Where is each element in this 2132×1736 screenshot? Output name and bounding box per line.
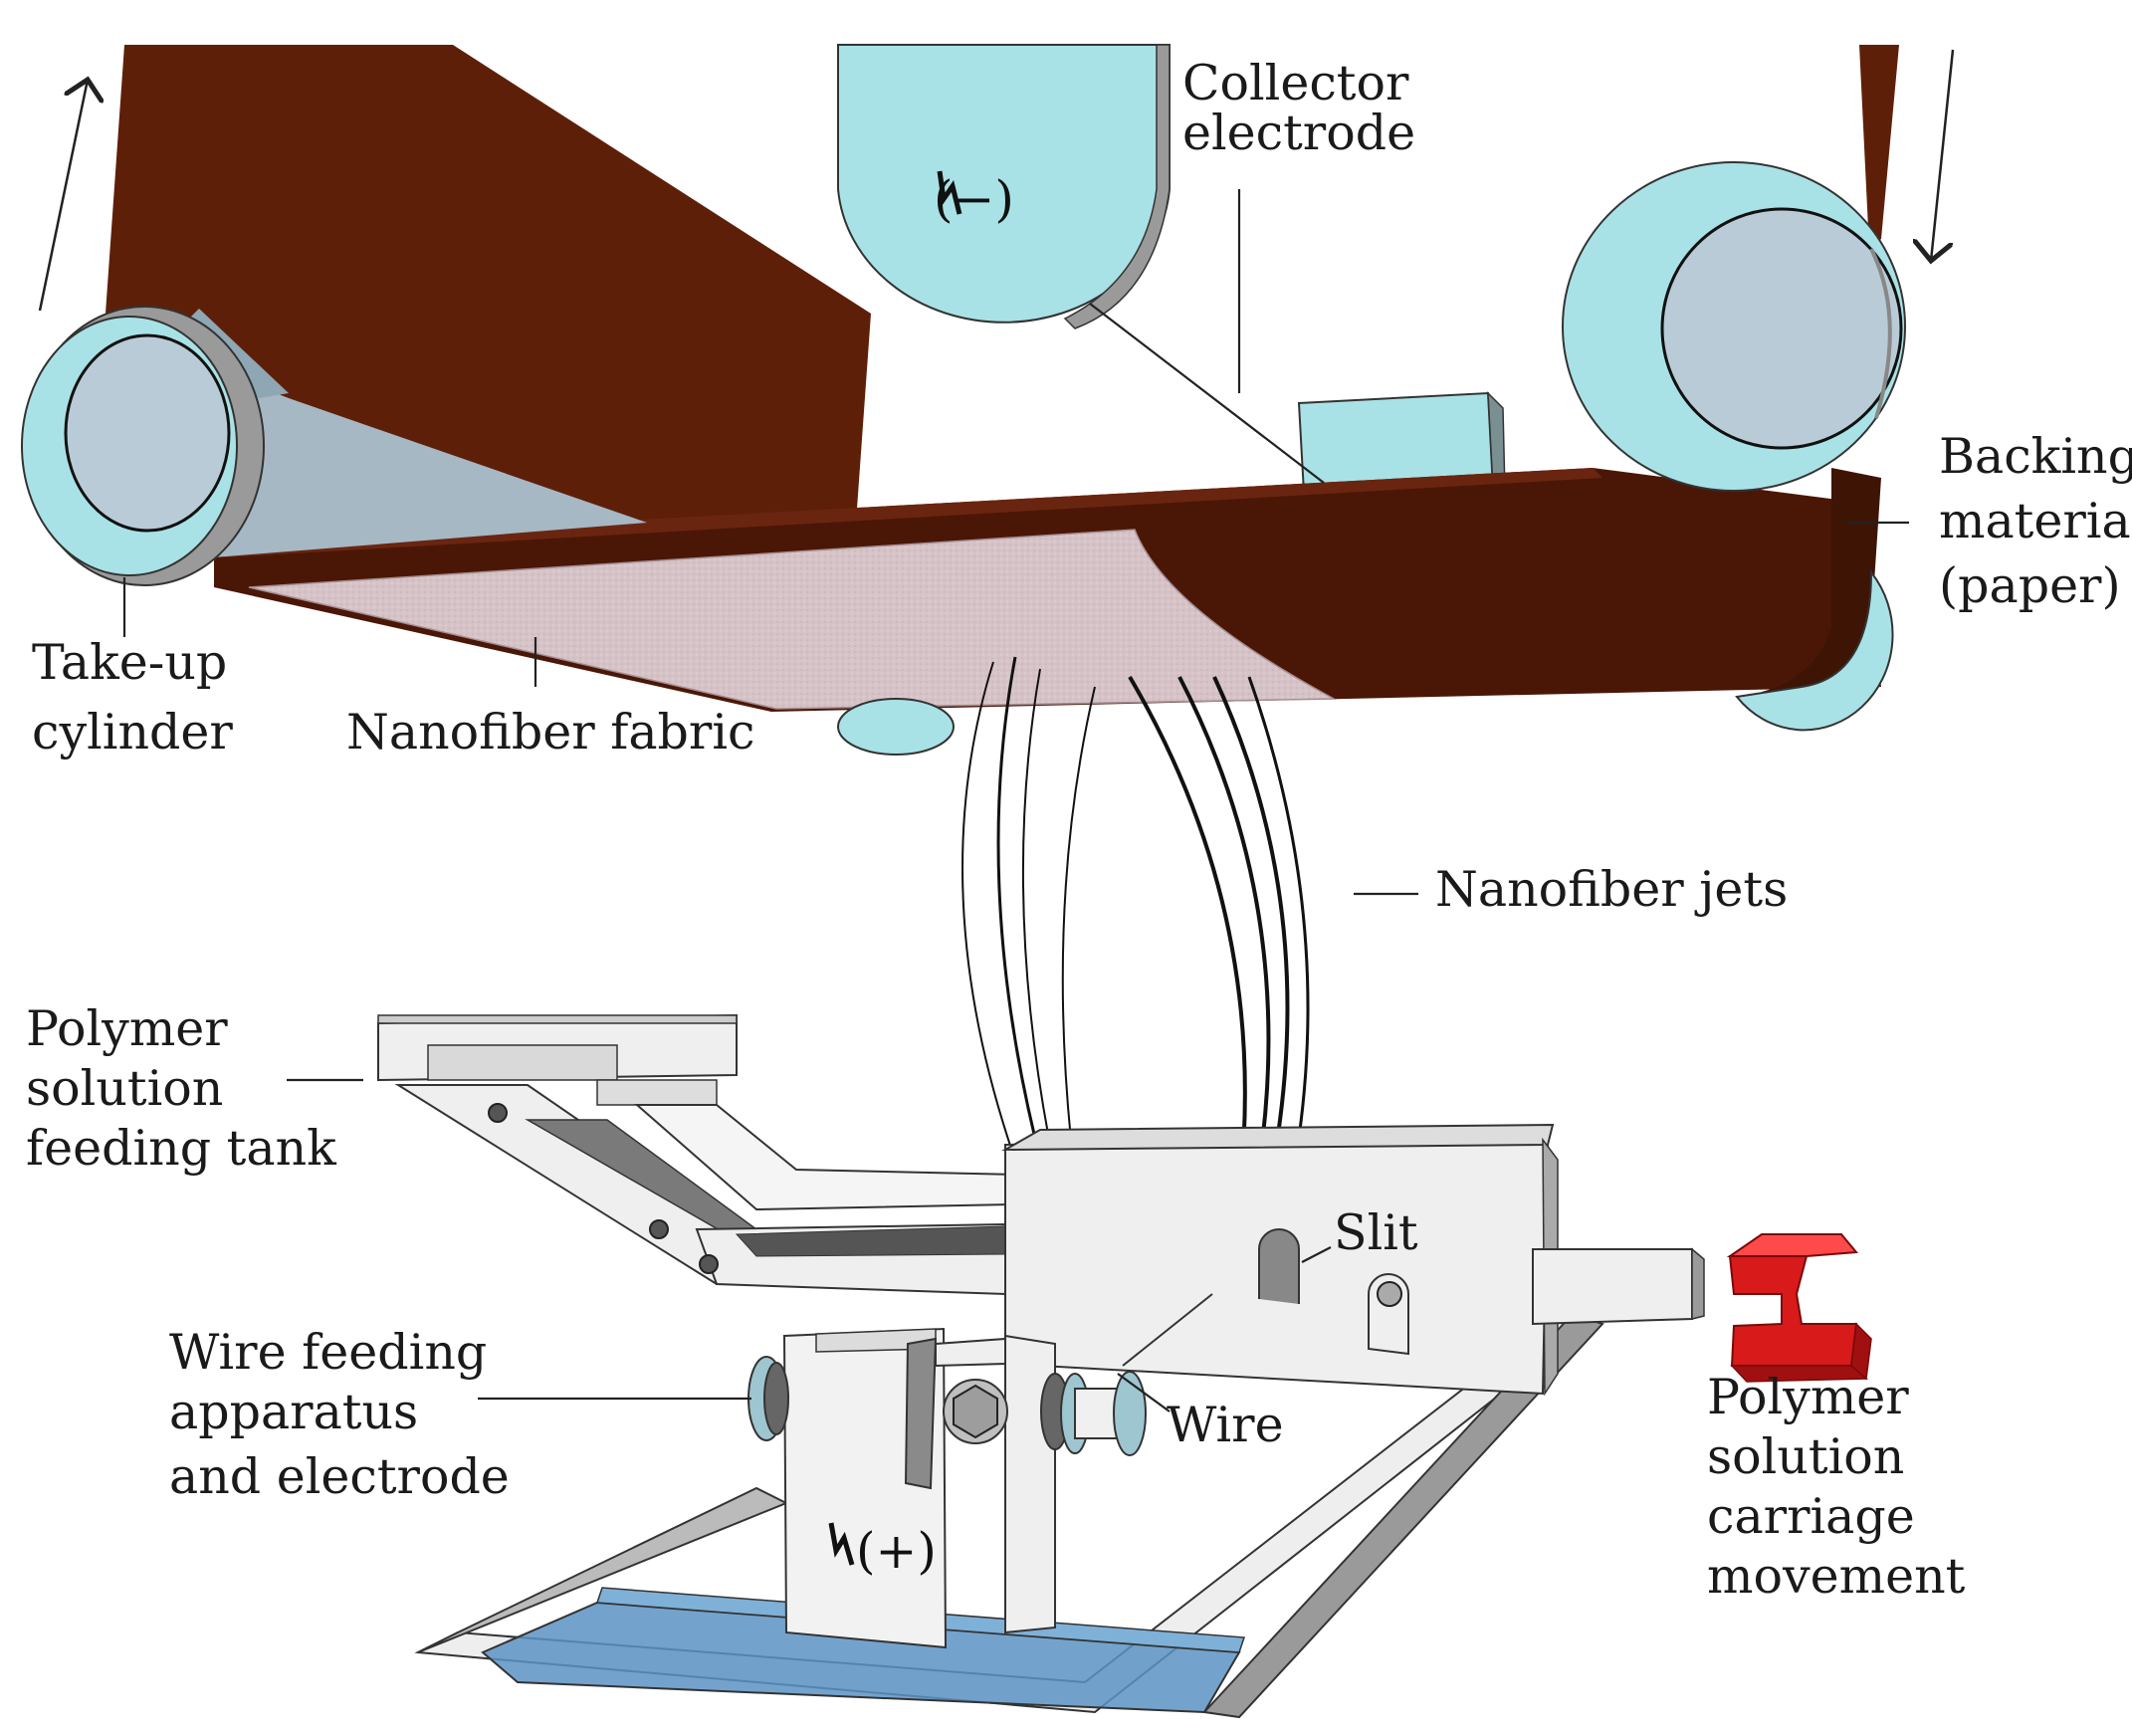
wire-electrode-polarity-symbol: (+) [856,1522,937,1580]
feed-direction-arrow [1931,49,1955,261]
wire-feeding-apparatus: (+) [747,1327,1147,1649]
collector-polarity-symbol: (−) [934,170,1014,228]
wire-spool [1040,1371,1147,1456]
left-knob [747,1356,789,1441]
nanofiber-fabric-label: Nanofiber fabric [346,704,754,760]
take-up-cylinder [21,306,647,586]
lightning-icon [937,170,962,215]
take-up-cylinder-label: Take-up cylinder [32,634,243,760]
wire-label: Wire [1167,1397,1284,1453]
nanofiber-fabric [248,529,1337,710]
backing-sheet-right-strip [1859,45,1899,249]
polymer-feeding-tank [377,1013,1016,1296]
collector-electrode-label: Collector electrode [1182,55,1424,161]
backing-curve-right [1762,468,1881,697]
take-up-direction-arrow [38,80,88,312]
slit-label: Slit [1334,1204,1418,1261]
lightning-icon [828,1522,855,1566]
slit-clamp [1368,1273,1409,1356]
wire-feeding-apparatus-label: Wire feeding apparatus and electrode [169,1324,510,1505]
upper-right-roller [1562,161,1906,492]
hex-bolt [943,1379,1008,1444]
polymer-feeding-tank-label: Polymer solution feeding tank [26,1000,337,1177]
carriage-movement-label: Polymer solution carriage movement [1707,1369,1966,1605]
leader-lines [122,189,1909,1412]
slit-opening [1258,1228,1300,1304]
carriage-movement-arrow [1726,1233,1872,1383]
base-blue-plate [481,1601,1241,1714]
nanofiber-jets-label: Nanofiber jets [1435,861,1788,918]
polymer-carriage [1001,1123,1705,1397]
collector-electrode: (−) [837,44,1171,329]
bottom-guide-roller [837,698,955,756]
backing-material-label: Backing material (paper) [1939,428,2132,614]
backing-belt-front [214,468,1602,557]
right-lower-roller [1735,569,1894,732]
